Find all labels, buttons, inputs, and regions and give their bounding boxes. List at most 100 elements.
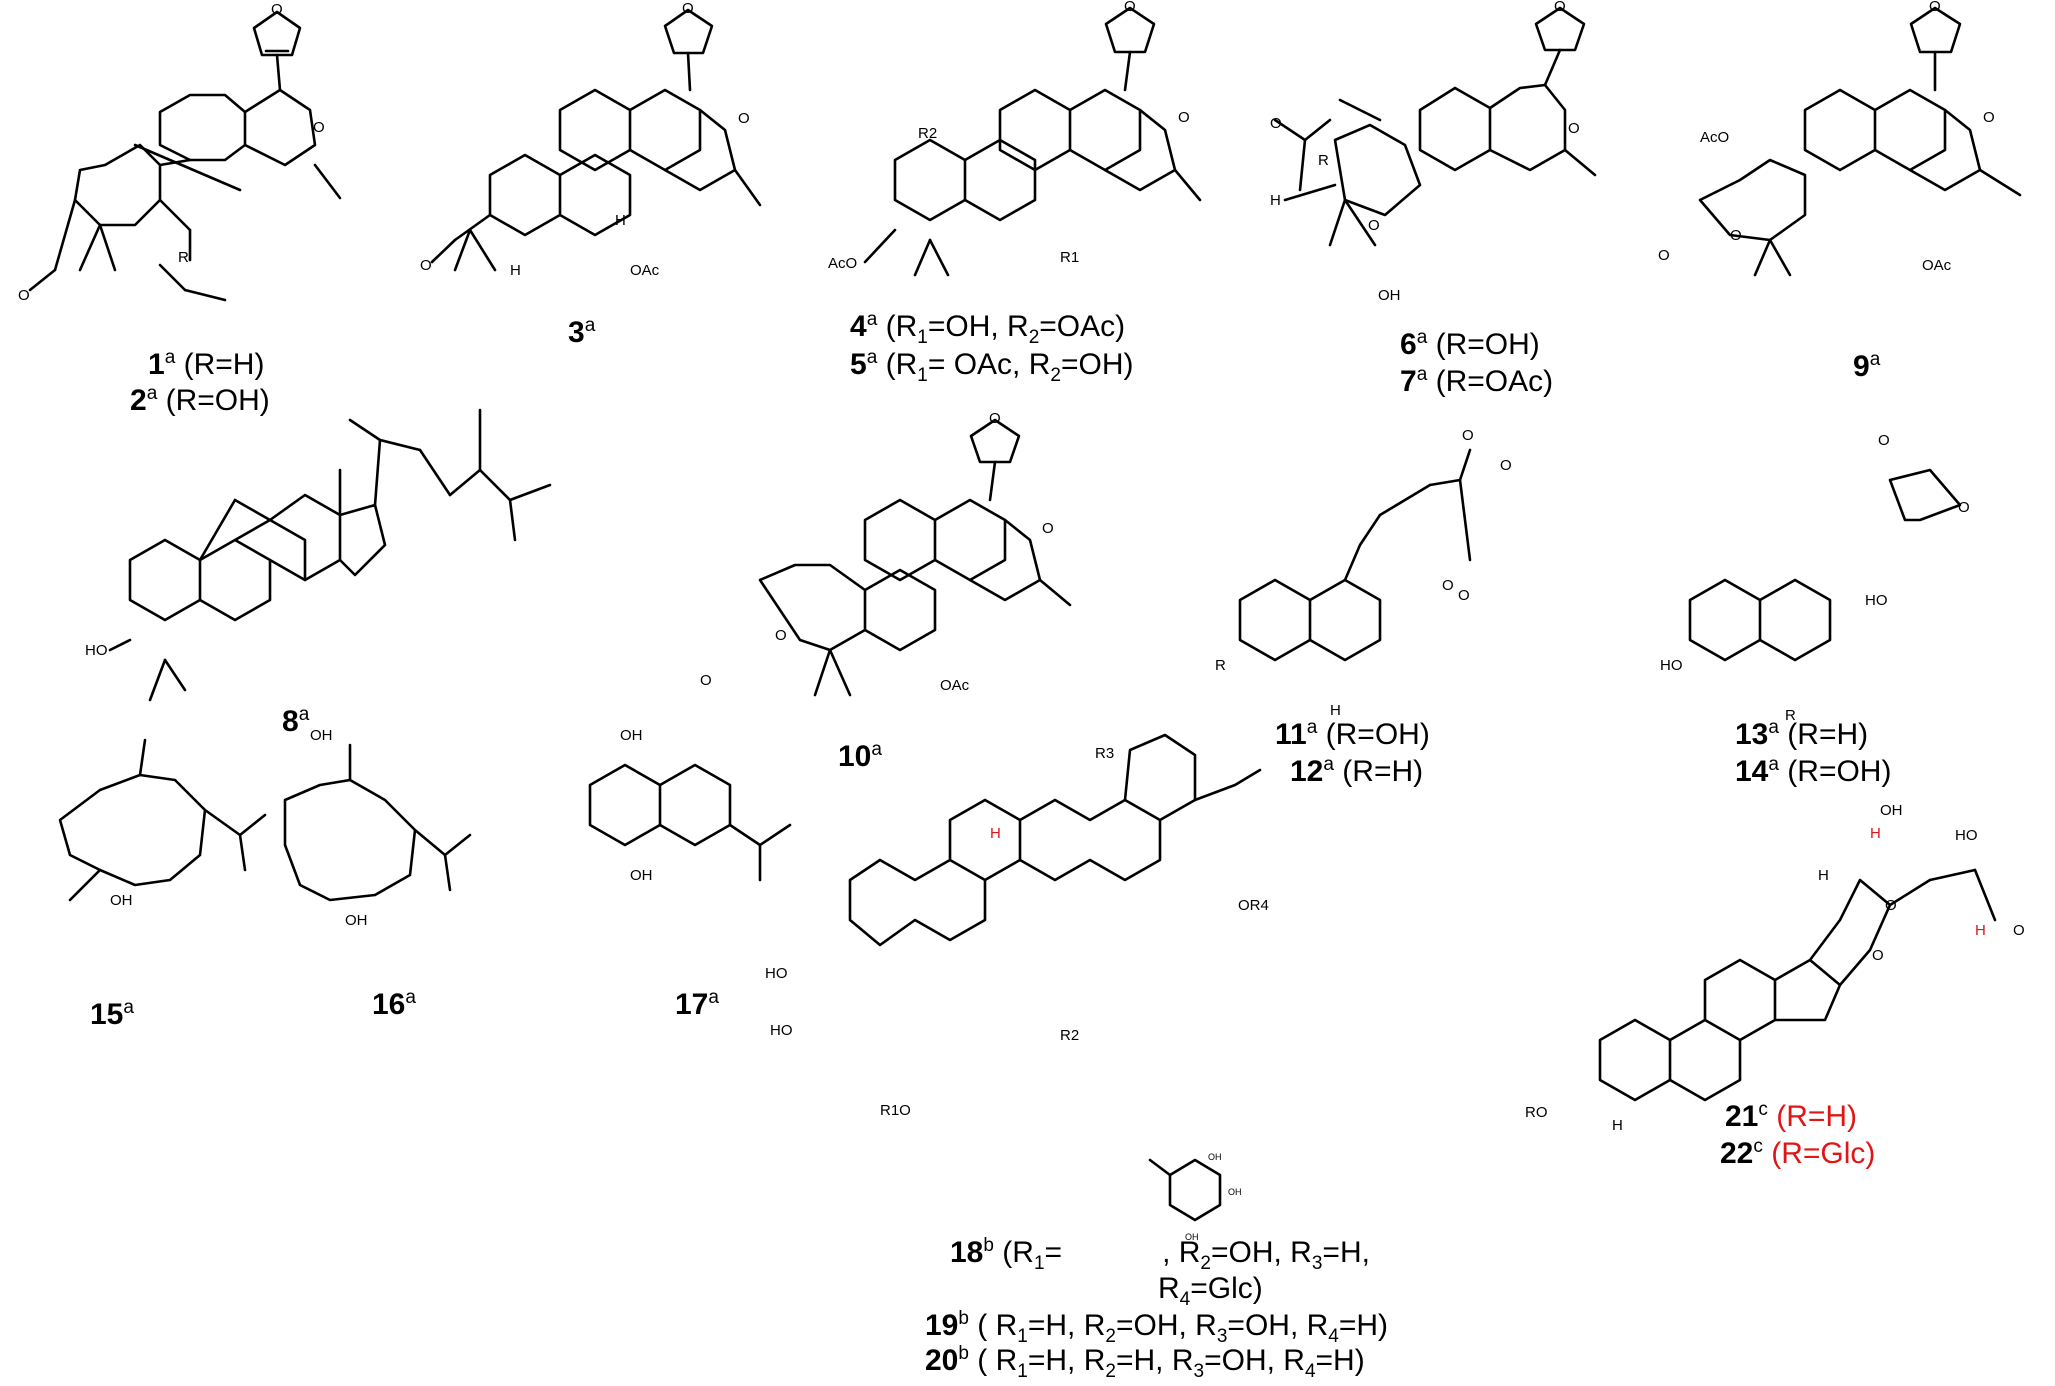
atom-label: O: [1368, 217, 1380, 234]
atom-label: O: [1500, 457, 1512, 474]
atom-label: H: [1270, 192, 1281, 209]
atom-label: OH: [1378, 287, 1401, 304]
atom-label: O: [1658, 247, 1670, 264]
atom-label: H: [1975, 922, 1986, 939]
atom-label: O: [313, 119, 325, 136]
caption-compound-9: 9a: [1853, 349, 1881, 383]
atom-label: O: [1878, 432, 1890, 449]
atom-label: R3: [1095, 745, 1114, 762]
structure-6-7: O O O R H O OH: [1270, 0, 1597, 304]
atom-label: O: [1178, 109, 1190, 126]
caption-compound-21: 21c (R=H): [1725, 1099, 1858, 1133]
atom-label: O: [1458, 587, 1470, 604]
caption-compound-5: 5a (R1= OAc, R2=OH): [850, 347, 1134, 386]
caption-compound-13: 13a (R=H): [1735, 717, 1869, 751]
caption-compound-18: 18b (R1=, R2=OH, R3=H,: [950, 1235, 1370, 1274]
atom-label: OH: [1880, 802, 1903, 819]
atom-label: HO: [1865, 592, 1888, 609]
caption-compound-12: 12a (R=H): [1290, 754, 1424, 788]
caption-compound-10: 10a: [838, 739, 882, 773]
atom-label: R: [178, 249, 189, 266]
furan-ring: [252, 10, 302, 57]
atom-label: OH: [630, 867, 653, 884]
atom-label: O: [989, 410, 1001, 427]
atom-label: HO: [1955, 827, 1978, 844]
atom-label: O: [1730, 227, 1742, 244]
caption-compound-14: 14a (R=OH): [1735, 754, 1892, 788]
atom-label: O: [682, 0, 694, 17]
atom-label: O: [2013, 922, 2025, 939]
caption-compound-20: 20b ( R1=H, R2=H, R3=OH, R4=H): [925, 1343, 1365, 1382]
caption-compound-17: 17a: [675, 987, 719, 1021]
atom-label: AcO: [1700, 129, 1729, 146]
atom-label: R: [1785, 707, 1796, 724]
structure-15: OH: [58, 738, 267, 909]
atom-label: O: [1442, 577, 1454, 594]
caption-compound-4: 4a (R1=OH, R2=OAc): [850, 309, 1126, 348]
structure-18-20: R3 OR4 H HO HO R2 R1O OH OH OH: [765, 733, 1269, 1242]
structure-8: HO: [85, 408, 552, 702]
atom-label: O: [700, 672, 712, 689]
atom-label: O: [1124, 0, 1136, 15]
structure-13-14: O O HO HO R: [1660, 432, 1970, 724]
atom-label: O: [1958, 499, 1970, 516]
atom-label: O: [1872, 947, 1884, 964]
caption-compound-3: 3a: [568, 315, 596, 349]
atom-label: AcO: [828, 255, 857, 272]
caption-compound-7: 7a (R=OAc): [1400, 364, 1554, 398]
atom-label: HO: [770, 1022, 793, 1039]
atom-label: H: [615, 212, 626, 229]
atom-label: OH: [1228, 1187, 1242, 1197]
atom-label: R2: [1060, 1027, 1079, 1044]
atom-label: H: [990, 825, 1001, 842]
atom-label: O: [1983, 109, 1995, 126]
atom-label: R2: [918, 125, 937, 142]
caption-compound-15: 15a: [90, 997, 134, 1031]
atom-label: OH: [345, 912, 368, 929]
atom-label: RO: [1525, 1104, 1548, 1121]
atom-label: OH: [110, 892, 133, 909]
structure-9: O O AcO O O OAc: [1658, 0, 2022, 277]
caption-compound-2: 2a (R=OH): [130, 383, 270, 417]
atom-label: H: [1870, 825, 1881, 842]
atom-label: H: [1612, 1117, 1623, 1134]
atom-label: HO: [85, 642, 108, 659]
atom-label: O: [1554, 0, 1566, 15]
atom-label: OAc: [1922, 257, 1952, 274]
caption-compound-18-cont: R4=Glc): [1158, 1272, 1263, 1310]
caption-compound-6: 6a (R=OH): [1400, 327, 1540, 361]
atom-label: O: [775, 627, 787, 644]
atom-label: OAc: [630, 262, 660, 279]
atom-label: O: [1885, 897, 1897, 914]
atom-label: HO: [1660, 657, 1683, 674]
caption-compound-19: 19b ( R1=H, R2=OH, R3=OH, R4=H): [925, 1308, 1389, 1347]
caption-compound-1: 1a (R=H): [148, 347, 265, 381]
atom-label: OAc: [940, 677, 970, 694]
structure-10: O O O O OAc: [700, 410, 1072, 697]
atom-label: O: [738, 110, 750, 127]
atom-label: OH: [1208, 1152, 1222, 1162]
atom-label: HO: [765, 965, 788, 982]
atom-label: H: [1330, 702, 1341, 719]
atom-label: R: [1215, 657, 1226, 674]
atom-label: OH: [310, 727, 333, 744]
structure-16: OH OH: [283, 727, 472, 929]
caption-compound-22: 22c (R=Glc): [1720, 1136, 1876, 1170]
atom-label: O: [1270, 115, 1282, 132]
atom-label: O: [420, 257, 432, 274]
atom-label: O: [18, 287, 30, 304]
atom-label: O: [1042, 520, 1054, 537]
atom-label: OH: [620, 727, 643, 744]
atom-label: OH: [1185, 1232, 1199, 1242]
structure-4-5: O O R2 AcO R1: [828, 0, 1202, 277]
atom-label: R: [1318, 152, 1329, 169]
atom-label: H: [1818, 867, 1829, 884]
structure-1-2: O O O R: [18, 1, 342, 304]
atom-label: R1O: [880, 1102, 911, 1119]
galloyl-substituent: OH OH OH: [1148, 1152, 1242, 1242]
atom-label: O: [1462, 427, 1474, 444]
caption-compound-11: 11a (R=OH): [1275, 717, 1430, 751]
structure-3: O O H H O OAc: [420, 0, 762, 279]
atom-label: O: [271, 1, 283, 18]
